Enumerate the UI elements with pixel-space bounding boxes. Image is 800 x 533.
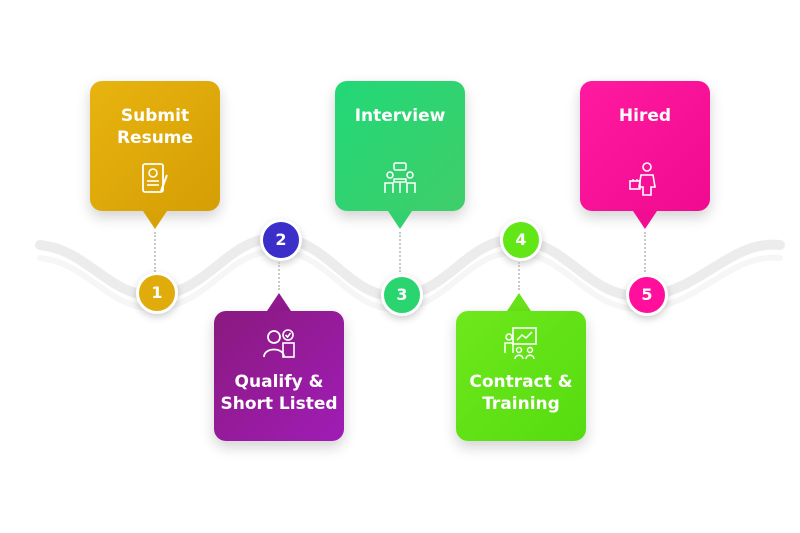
step-1-node: 1	[136, 272, 178, 314]
step-1-title: Submit Resume	[116, 106, 194, 148]
step-5-node: 5	[626, 274, 668, 316]
step-2-title: Qualify & Short Listed	[220, 372, 338, 414]
hired-person-icon	[629, 162, 656, 196]
step-1-card: Submit Resume	[90, 81, 220, 211]
step-5-card: Hired	[580, 81, 710, 211]
step-5-title: Hired	[618, 106, 672, 126]
step-3-title: Interview	[354, 106, 446, 126]
step-1-pointer	[143, 211, 167, 229]
step-3-pointer	[388, 211, 412, 229]
step-4-node: 4	[500, 219, 542, 261]
step-4-title: Contract & Training	[469, 372, 573, 414]
step-5-dotted-line	[644, 232, 646, 272]
step-5-pointer	[633, 211, 657, 229]
interview-table-icon	[384, 162, 416, 193]
step-4-pointer	[507, 293, 531, 311]
step-2-dotted-line	[278, 262, 280, 290]
step-1-dotted-line	[154, 232, 156, 272]
step-2-pointer	[267, 293, 291, 311]
step-3-dotted-line	[399, 232, 401, 272]
shortlist-icon	[263, 329, 295, 358]
step-3-node: 3	[381, 274, 423, 316]
step-4-card: Contract & Training	[456, 311, 586, 441]
step-2-card: Qualify & Short Listed	[214, 311, 344, 441]
step-4-dotted-line	[518, 262, 520, 290]
resume-icon	[142, 163, 168, 193]
step-3-card: Interview	[335, 81, 465, 211]
step-2-node: 2	[260, 219, 302, 261]
training-board-icon	[504, 327, 537, 360]
